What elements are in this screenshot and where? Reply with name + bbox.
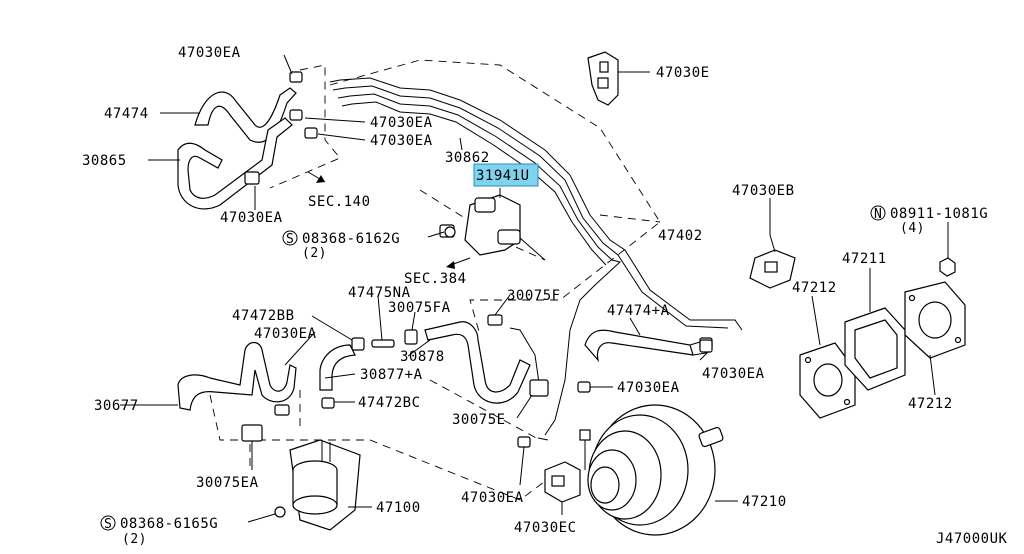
diagram-id: J47000UK xyxy=(936,531,1008,547)
label-47030EA-2[interactable]: 47030EA xyxy=(370,115,433,131)
label-qty-2a: (2) xyxy=(302,246,327,261)
vacuum-pipes[interactable] xyxy=(329,77,743,441)
gasket-47212-left[interactable] xyxy=(799,342,856,419)
label-47030EA-5[interactable]: 47030EA xyxy=(254,326,317,342)
label-47100[interactable]: 47100 xyxy=(376,500,421,516)
label-47474[interactable]: 47474 xyxy=(104,106,149,122)
dashed-outlines xyxy=(209,59,661,501)
label-47030EA-8[interactable]: 47030EA xyxy=(461,490,524,506)
s-symbol-icon-2: S xyxy=(100,515,116,532)
label-47030EA-7[interactable]: 47030EA xyxy=(702,366,765,382)
label-30075F[interactable]: 30075F xyxy=(507,288,561,304)
svg-text:S: S xyxy=(286,232,294,247)
leader-lines xyxy=(120,54,936,515)
label-47402[interactable]: 47402 xyxy=(658,228,703,244)
clip-30075F[interactable] xyxy=(487,314,503,326)
label-47030EC[interactable]: 47030EC xyxy=(514,520,577,536)
label-47210[interactable]: 47210 xyxy=(742,494,787,510)
valve-31941U[interactable] xyxy=(439,188,546,261)
clamp-47030EA-6[interactable] xyxy=(577,381,591,393)
sec140-arrow-icon xyxy=(307,171,326,183)
bolt-08368-6162G[interactable] xyxy=(427,226,456,238)
label-47030E[interactable]: 47030E xyxy=(656,65,710,81)
label-qty-4: (4) xyxy=(900,221,925,236)
sec384-arrow-icon xyxy=(446,257,471,269)
hose-30865[interactable] xyxy=(177,117,293,210)
clamp-47472BB[interactable] xyxy=(351,337,365,351)
label-30075EA[interactable]: 30075EA xyxy=(196,475,259,491)
clamp-47030EA-4[interactable] xyxy=(244,171,260,185)
label-30075FA[interactable]: 30075FA xyxy=(388,300,451,316)
svg-text:N: N xyxy=(874,207,882,222)
bolt-08368-6165G[interactable] xyxy=(247,506,286,523)
label-47212-top[interactable]: 47212 xyxy=(792,280,837,296)
label-30862[interactable]: 30862 xyxy=(445,150,490,166)
hose-30677[interactable] xyxy=(177,341,297,411)
clip-30075EA[interactable] xyxy=(241,424,263,442)
bracket-47030E[interactable] xyxy=(587,51,650,106)
clamp-47030EA-7[interactable] xyxy=(699,339,713,353)
label-30865[interactable]: 30865 xyxy=(82,153,127,169)
clamp-47472BC[interactable] xyxy=(321,397,335,409)
svg-text:S: S xyxy=(104,517,112,532)
label-47212-bottom[interactable]: 47212 xyxy=(908,396,953,412)
clip-30075FA[interactable] xyxy=(404,329,418,345)
s-symbol-icon-1: S xyxy=(282,230,298,247)
label-47211[interactable]: 47211 xyxy=(842,251,887,267)
canister-47100[interactable] xyxy=(289,439,361,531)
label-47030EA-6[interactable]: 47030EA xyxy=(617,380,680,396)
hose-30878[interactable] xyxy=(424,321,541,404)
gasket-47212-right[interactable] xyxy=(904,281,966,359)
label-47030EA-3[interactable]: 47030EA xyxy=(370,133,433,149)
fitting-47475NA[interactable] xyxy=(371,339,395,348)
part-labels: 47030EA 47474 30865 47030EA 47030EA 4703… xyxy=(82,45,1008,547)
label-qty-2b: (2) xyxy=(122,532,147,547)
label-30877A[interactable]: 30877+A xyxy=(360,367,423,383)
label-47030EA-1[interactable]: 47030EA xyxy=(178,45,241,61)
label-47472BB[interactable]: 47472BB xyxy=(232,308,295,324)
clamp-47030EA-3[interactable] xyxy=(304,127,318,139)
label-47474A[interactable]: 47474+A xyxy=(607,303,670,319)
hose-47474A[interactable] xyxy=(584,329,713,363)
clamp-47030EA-8[interactable] xyxy=(517,436,531,448)
highlight-31941U xyxy=(473,163,539,187)
label-31941U[interactable]: 31941U xyxy=(476,168,530,184)
n-symbol-icon: N xyxy=(870,205,886,222)
label-47472BC[interactable]: 47472BC xyxy=(358,395,421,411)
bracket-47030EC[interactable] xyxy=(544,461,581,503)
nut-08911-1081G[interactable] xyxy=(939,222,956,277)
label-47030EB[interactable]: 47030EB xyxy=(732,183,795,199)
label-sec140[interactable]: SEC.140 xyxy=(308,194,371,210)
label-30677[interactable]: 30677 xyxy=(94,398,139,414)
label-30878[interactable]: 30878 xyxy=(400,349,445,365)
clamp-47030EA-2[interactable] xyxy=(289,109,303,121)
label-47030EA-4[interactable]: 47030EA xyxy=(220,210,283,226)
label-sec384[interactable]: SEC.384 xyxy=(404,271,467,287)
plate-47211[interactable] xyxy=(844,307,906,391)
label-08911-1081G[interactable]: 08911-1081G xyxy=(890,206,988,222)
clamp-47030EA-1[interactable] xyxy=(289,71,303,83)
label-47475NA[interactable]: 47475NA xyxy=(348,285,411,301)
clip-30075E[interactable] xyxy=(529,379,549,397)
hose-30877A[interactable] xyxy=(319,344,356,391)
label-08368-6162G[interactable]: 08368-6162G xyxy=(302,231,400,247)
clamp-47030EA-5[interactable] xyxy=(274,404,290,416)
label-08368-6165G[interactable]: 08368-6165G xyxy=(120,516,218,532)
label-30075E[interactable]: 30075E xyxy=(452,412,506,428)
connector-47030EB[interactable] xyxy=(749,234,796,289)
brake-booster-47210[interactable] xyxy=(579,404,724,536)
